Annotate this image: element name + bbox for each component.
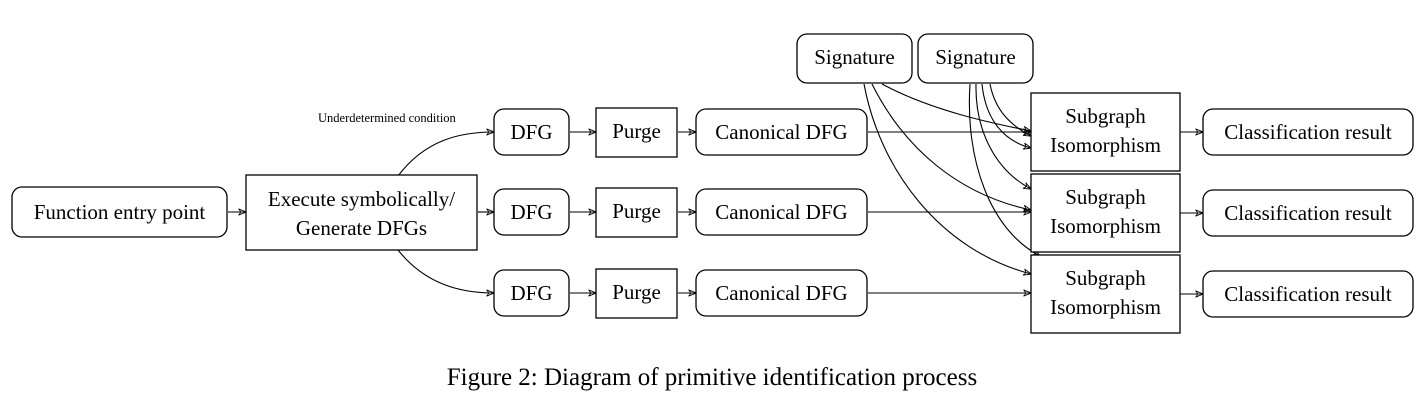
node-purge-top-label: Purge [612,119,661,143]
figure-caption: Figure 2: Diagram of primitive identific… [447,364,977,391]
node-canonical-top: Canonical DFG [695,108,868,156]
node-canonical-bot: Canonical DFG [695,269,868,317]
edge-sig1-to-subgraph-top [881,83,1031,131]
node-dfg-mid: DFG [493,188,570,236]
node-canonical-bot-label: Canonical DFG [715,281,847,305]
edge-sig1-to-subgraph-mid [871,83,1031,210]
node-subgraph-bot-label-line1: Subgraph [1065,266,1146,290]
node-subgraph-top: Subgraph Isomorphism [1030,92,1181,172]
edge-sig2-to-subgraph-top [989,83,1031,136]
node-classification-top-label: Classification result [1224,120,1392,144]
node-signature-2-label: Signature [935,45,1015,69]
node-subgraph-bot: Subgraph Isomorphism [1030,254,1181,334]
edge-execute-to-dfg-bot [397,249,494,293]
node-subgraph-top-label-line2: Isomorphism [1050,133,1161,157]
node-canonical-mid: Canonical DFG [695,188,868,236]
node-classification-bot: Classification result [1202,270,1414,318]
node-classification-mid-label: Classification result [1224,201,1392,225]
node-subgraph-bot-label-line2: Isomorphism [1050,295,1161,319]
node-dfg-bot: DFG [493,269,570,317]
edge-execute-to-dfg-top [397,132,494,177]
node-purge-bot: Purge [595,268,678,319]
node-dfg-bot-label: DFG [510,281,552,305]
node-dfg-mid-label: DFG [510,200,552,224]
edge-label-underdetermined: Underdetermined condition [318,111,457,125]
node-canonical-mid-label: Canonical DFG [715,200,847,224]
node-dfg-top: DFG [493,108,570,156]
node-purge-mid: Purge [595,187,678,238]
node-dfg-top-label: DFG [510,120,552,144]
node-signature-1-label: Signature [814,45,894,69]
node-execute: Execute symbolically/ Generate DFGs [245,174,478,251]
node-classification-mid: Classification result [1202,189,1414,237]
node-function-entry-label: Function entry point [34,200,206,224]
node-purge-bot-label: Purge [612,280,661,304]
node-purge-mid-label: Purge [612,199,661,223]
node-purge-top: Purge [595,107,678,158]
node-subgraph-top-label-line1: Subgraph [1065,104,1146,128]
node-subgraph-mid: Subgraph Isomorphism [1030,173,1181,253]
node-execute-label-line1: Execute symbolically/ [268,187,455,211]
node-classification-top: Classification result [1202,108,1414,156]
edge-sig2-to-subgraph-mid [975,83,1031,189]
node-subgraph-mid-label-line1: Subgraph [1065,185,1146,209]
edges [228,83,1203,294]
node-canonical-top-label: Canonical DFG [715,120,847,144]
node-signature-2: Signature [917,33,1034,84]
node-function-entry: Function entry point [11,186,228,238]
node-classification-bot-label: Classification result [1224,282,1392,306]
node-signature-1: Signature [796,33,913,84]
edge-sig2-to-subgraph-bot [968,83,1040,256]
edge-sig1-to-subgraph-bot [863,83,1031,274]
node-subgraph-mid-label-line2: Isomorphism [1050,214,1161,238]
node-execute-label-line2: Generate DFGs [296,216,427,240]
edge-sig2-to-subgraph-top-2 [981,83,1031,148]
